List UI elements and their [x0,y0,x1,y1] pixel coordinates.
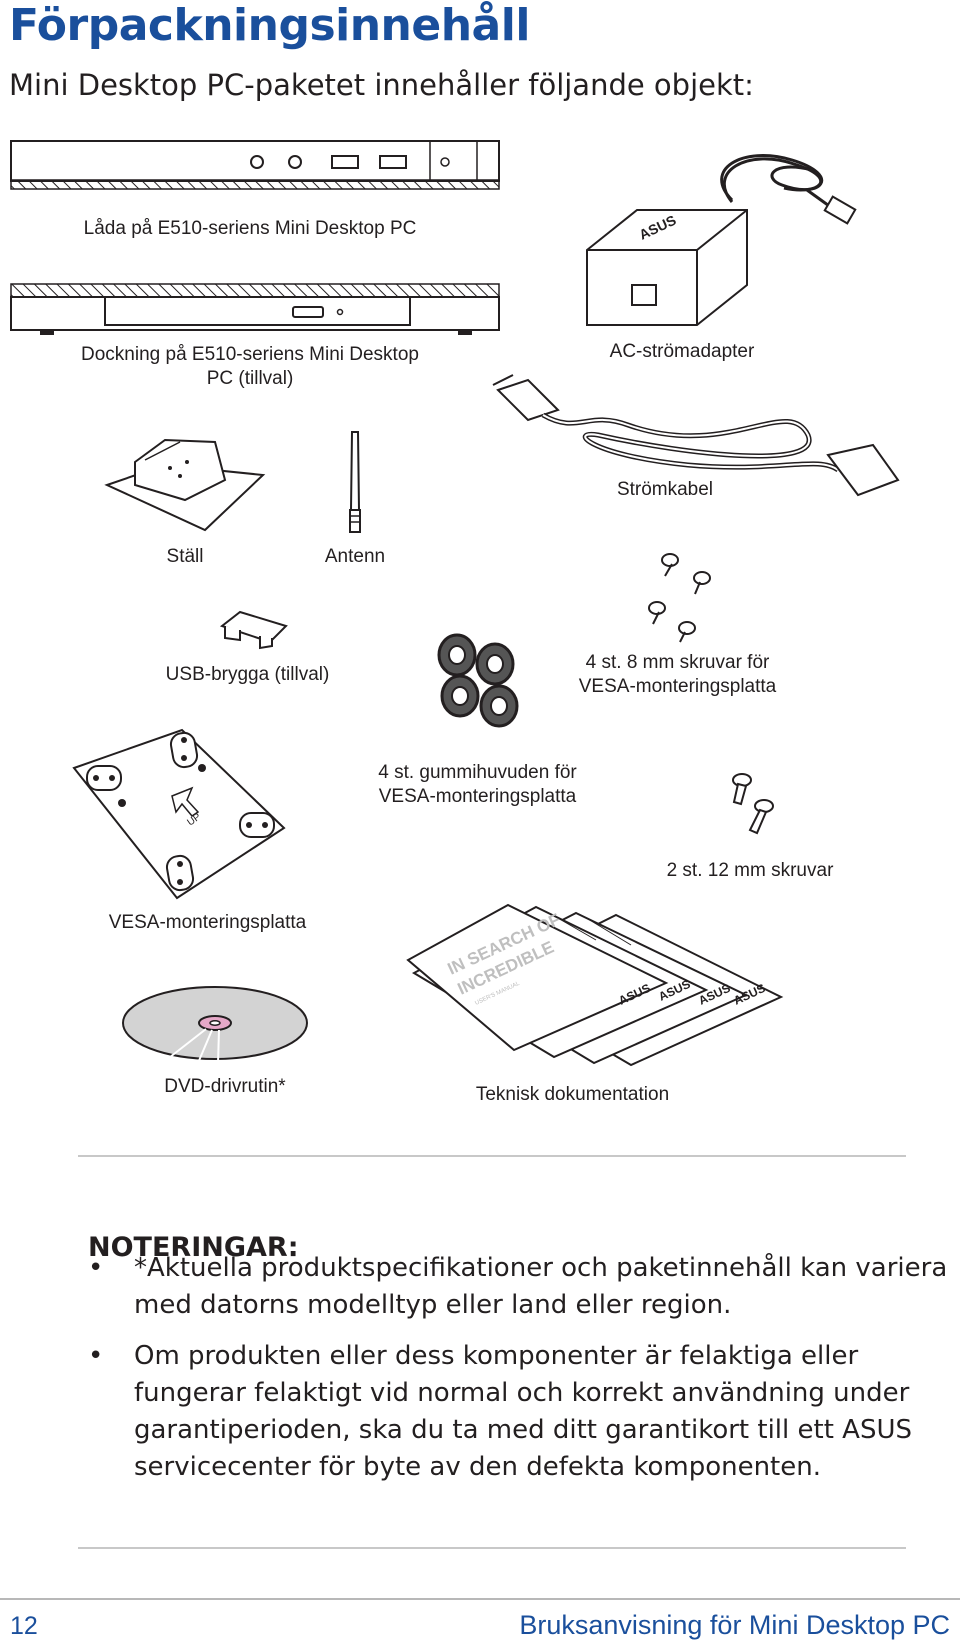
mini-pc-box-illustration [10,140,500,190]
vesa-plate-illustration: UP [72,728,286,900]
antenna-illustration [349,431,361,533]
item-caption-antenna: Antenn [324,546,386,567]
item-caption-mini-pc-box: Låda på E510-seriens Mini Desktop PC [83,218,417,239]
item-caption-ac-adapter: AC-strömadapter [609,341,755,362]
item-caption-rubber-heads: 4 st. gummihuvuden för VESA-monteringspl… [378,762,577,807]
notes-top-rule [78,1155,906,1157]
item-caption-power-cable: Strömkabel [616,479,714,500]
page-subtitle: Mini Desktop PC-paketet innehåller följa… [9,68,754,102]
item-caption-dvd: DVD-drivrutin* [164,1076,286,1097]
note-bullet: • [88,1341,104,1371]
item-caption-usb-bridge: USB-brygga (tillval) [165,664,330,685]
power-cable-illustration [492,374,900,497]
item-caption-screws-8mm: 4 st. 8 mm skruvar för VESA-monteringspl… [578,652,777,697]
item-caption-screws-12mm: 2 st. 12 mm skruvar [666,860,834,881]
notes-bottom-rule [78,1547,906,1549]
footer-rule [0,1598,960,1600]
dvd-illustration [122,986,308,1064]
item-caption-docking: Dockning på E510-seriens Mini Desktop PC… [81,344,419,389]
note-item: • *Aktuella produktspecifikationer och p… [88,1250,948,1324]
note-text: *Aktuella produktspecifikationer och pak… [134,1253,948,1320]
documentation-illustration: IN SEARCH OF INCREDIBLE USER'S MANUAL AS… [406,903,784,1067]
item-caption-vesa-plate: VESA-monteringsplatta [108,912,307,933]
docking-illustration [10,283,500,335]
ac-adapter-illustration: ASUS [586,154,857,326]
page-number: 12 [10,1612,38,1640]
usb-bridge-illustration [219,610,288,650]
note-text: Om produkten eller dess komponenter är f… [134,1341,912,1482]
rubber-heads-illustration [437,633,519,728]
screws-12mm-illustration [732,773,774,835]
note-bullet: • [88,1253,104,1283]
page-title: Förpackningsinnehåll [9,0,530,51]
stand-illustration [104,438,266,532]
note-item: • Om produkten eller dess komponenter är… [88,1338,948,1486]
screws-8mm-illustration [648,553,711,643]
item-caption-documentation: Teknisk dokumentation [475,1084,670,1105]
manual-title: Bruksanvisning för Mini Desktop PC [519,1610,950,1640]
item-caption-stand: Ställ [166,546,204,567]
notes-heading: NOTERINGAR: [88,1232,299,1263]
